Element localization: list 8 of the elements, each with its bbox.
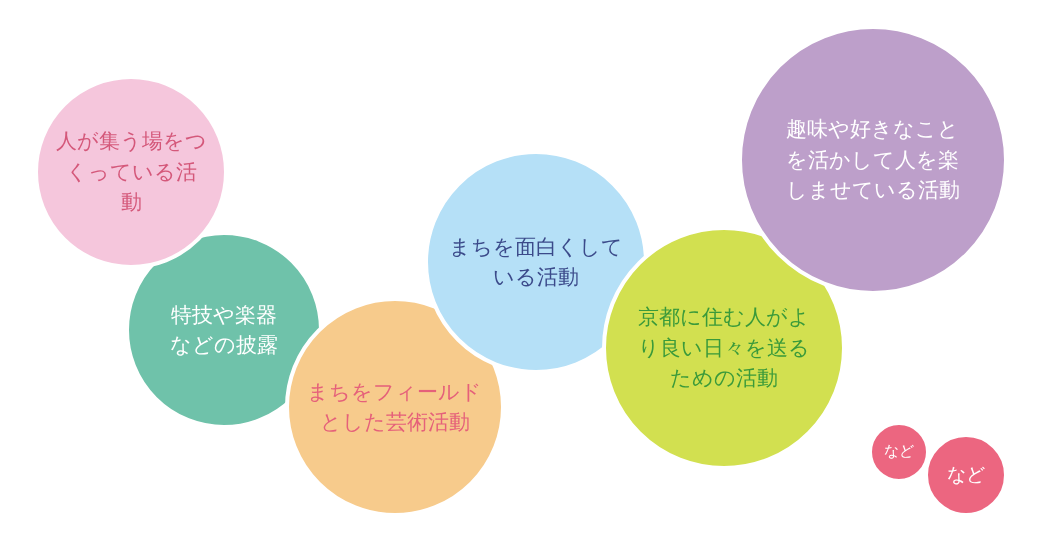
circle-label: など (946, 462, 986, 488)
circle-label: 特技や楽器などの披露 (169, 301, 279, 359)
circle-label: 人が集う場をつくっている活動 (55, 128, 207, 217)
circle-label: 京都に住む人がより良い日々を送るための活動 (637, 304, 811, 393)
circle-label: まちを面白くしている活動 (448, 233, 624, 291)
circle-label: まちをフィールドとした芸術活動 (307, 378, 483, 436)
circle-label: など (883, 441, 915, 463)
circle-label: 趣味や好きなことを活かして人を楽しませている活動 (785, 116, 961, 205)
